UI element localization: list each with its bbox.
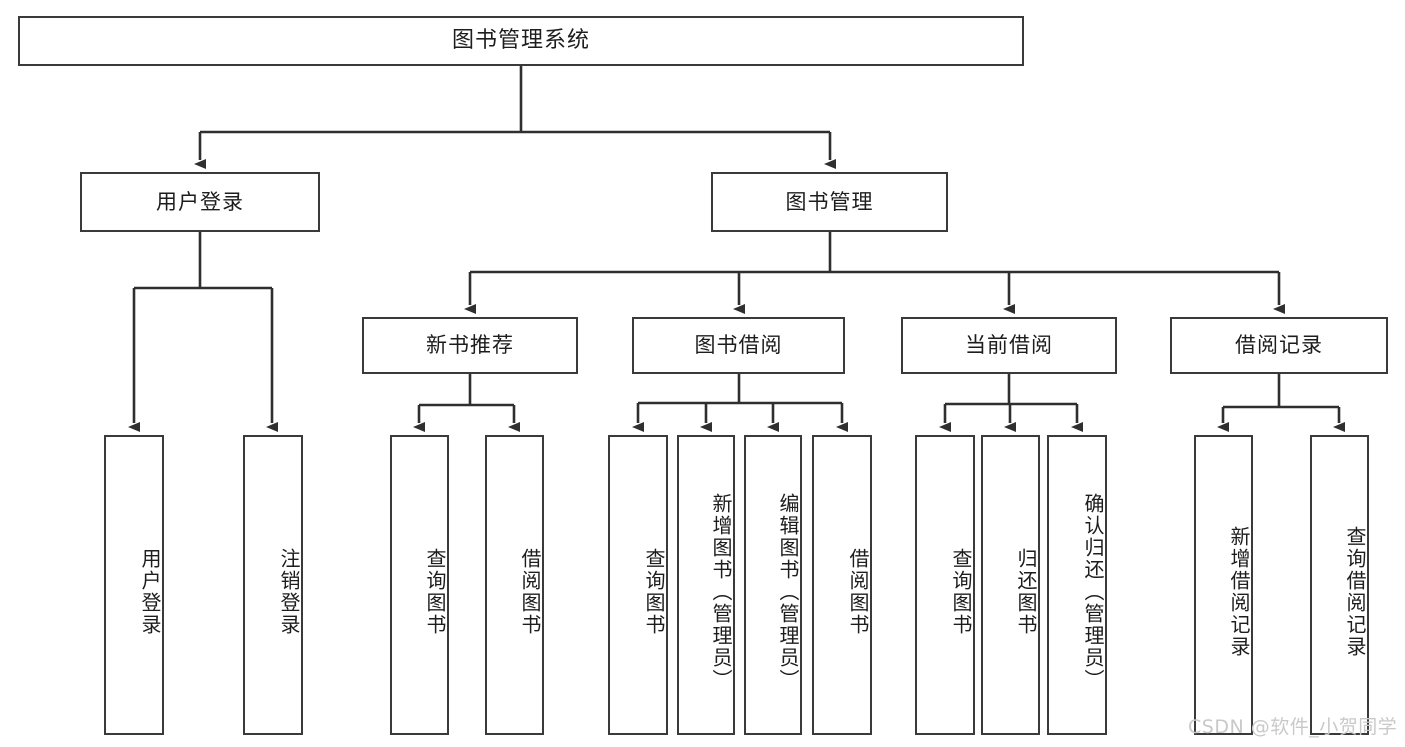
node-leaf-rec-add-record[interactable]: 新增借阅记录 — [1194, 435, 1253, 735]
node-leaf-rec-add-record-label: 新增借阅记录 — [1227, 526, 1251, 658]
node-book-borrow[interactable]: 图书借阅 — [632, 317, 845, 374]
node-leaf-cur-return-book[interactable]: 归还图书 — [981, 435, 1040, 735]
node-current-borrow[interactable]: 当前借阅 — [901, 317, 1117, 374]
node-leaf-borrow-query-book-label: 查询图书 — [642, 548, 666, 636]
node-leaf-cur-confirm-return-label: 确认归还（管理员） — [1081, 493, 1105, 691]
node-user-login-label: 用户登录 — [156, 189, 244, 214]
node-leaf-borrow-borrow-book[interactable]: 借阅图书 — [812, 435, 872, 735]
watermark: CSDN @软件_小贺同学 — [1188, 716, 1398, 738]
node-new-book-rec-label: 新书推荐 — [426, 333, 514, 358]
node-leaf-borrow-add-book[interactable]: 新增图书（管理员） — [677, 435, 735, 735]
node-leaf-user-login[interactable]: 用户登录 — [104, 435, 164, 735]
node-leaf-user-logout-label: 注销登录 — [277, 548, 301, 636]
node-leaf-rec-borrow-book-label: 借阅图书 — [518, 548, 542, 636]
node-leaf-rec-borrow-book[interactable]: 借阅图书 — [485, 435, 544, 735]
node-current-borrow-label: 当前借阅 — [965, 333, 1053, 358]
node-leaf-borrow-borrow-book-label: 借阅图书 — [846, 548, 870, 636]
node-book-borrow-label: 图书借阅 — [694, 333, 783, 358]
node-leaf-rec-query-book[interactable]: 查询图书 — [390, 435, 449, 735]
node-borrow-record-label: 借阅记录 — [1235, 333, 1323, 358]
node-borrow-record[interactable]: 借阅记录 — [1170, 317, 1388, 374]
node-leaf-borrow-query-book[interactable]: 查询图书 — [608, 435, 668, 735]
node-leaf-user-logout[interactable]: 注销登录 — [243, 435, 303, 735]
node-leaf-borrow-add-book-label: 新增图书（管理员） — [709, 493, 733, 691]
node-user-login[interactable]: 用户登录 — [80, 172, 320, 232]
node-leaf-borrow-edit-book-label: 编辑图书（管理员） — [776, 493, 800, 691]
node-new-book-rec[interactable]: 新书推荐 — [362, 317, 578, 374]
node-leaf-rec-query-book-label: 查询图书 — [423, 548, 447, 636]
node-leaf-cur-confirm-return[interactable]: 确认归还（管理员） — [1047, 435, 1107, 735]
node-leaf-cur-query-book-label: 查询图书 — [949, 548, 973, 636]
node-root-label: 图书管理系统 — [451, 28, 590, 54]
node-book-manage-label: 图书管理 — [785, 189, 874, 214]
node-leaf-rec-query-record[interactable]: 查询借阅记录 — [1310, 435, 1369, 735]
node-leaf-cur-query-book[interactable]: 查询图书 — [915, 435, 975, 735]
node-leaf-user-login-label: 用户登录 — [138, 548, 162, 636]
node-leaf-rec-query-record-label: 查询借阅记录 — [1343, 526, 1367, 658]
node-leaf-borrow-edit-book[interactable]: 编辑图书（管理员） — [744, 435, 802, 735]
node-book-manage[interactable]: 图书管理 — [711, 172, 948, 232]
node-leaf-cur-return-book-label: 归还图书 — [1014, 548, 1038, 636]
node-root[interactable]: 图书管理系统 — [18, 16, 1024, 66]
